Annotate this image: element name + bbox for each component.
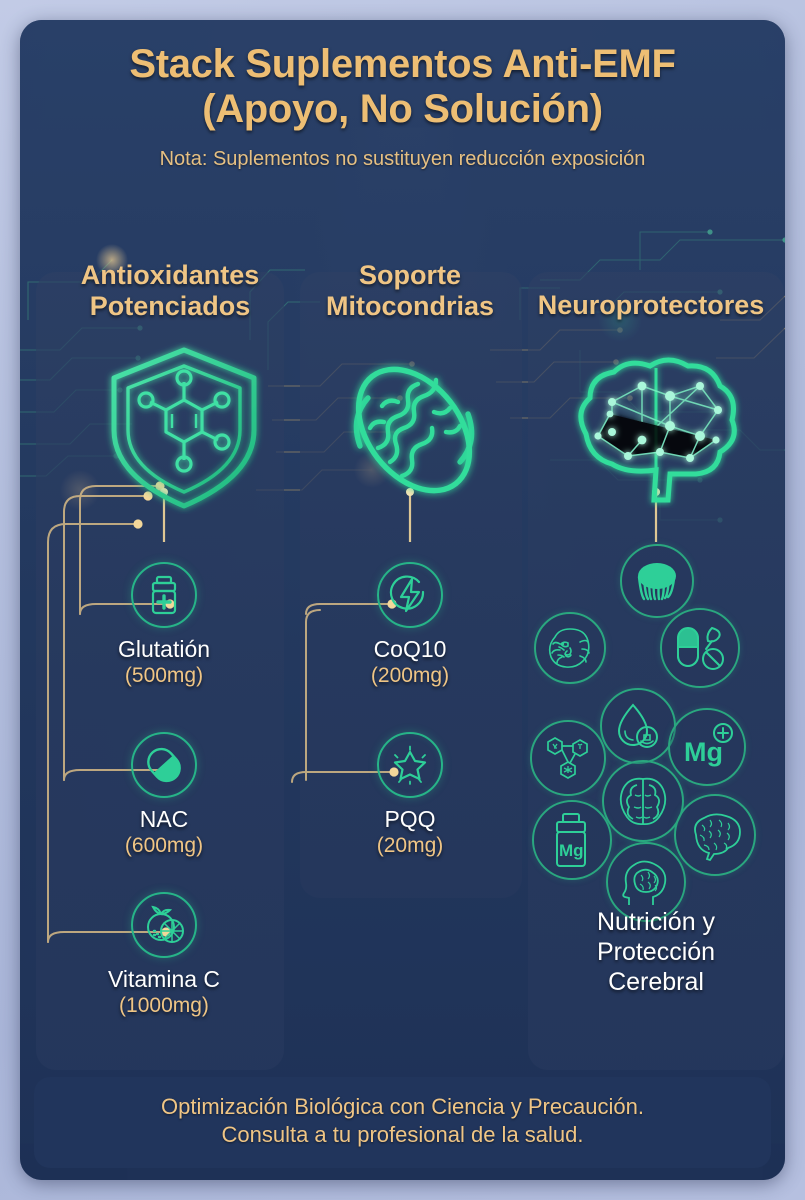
item-nac[interactable]: NAC (600mg) bbox=[84, 732, 244, 859]
mg-bottle-label: Mg bbox=[559, 841, 584, 860]
caption-line-1: Nutrición y bbox=[596, 908, 716, 936]
item-label: Glutatión bbox=[117, 636, 211, 662]
caption-line-2: Protección bbox=[596, 938, 716, 966]
infographic-poster: Stack Suplementos Anti-EMF (Apoyo, No So… bbox=[20, 20, 785, 1180]
star-spark-icon bbox=[377, 732, 443, 798]
capsule-icon bbox=[131, 732, 197, 798]
brain-side-view-icon bbox=[674, 794, 756, 876]
brain-top-view-icon bbox=[602, 760, 684, 842]
heading-line-1: Soporte bbox=[358, 260, 461, 290]
item-label: PQQ bbox=[384, 806, 436, 832]
column-heading-antioxidantes: Antioxidantes Potenciados bbox=[46, 260, 294, 322]
item-coq10[interactable]: CoQ10 (200mg) bbox=[320, 562, 500, 689]
poster-subtitle: Nota: Suplementos no sustituyen reducció… bbox=[159, 147, 646, 170]
column-heading-neuroprotectores: Neuroprotectores bbox=[520, 290, 782, 321]
neuroprotector-icon-cluster: Mg Mg bbox=[528, 542, 784, 922]
heading-line-2: Potenciados bbox=[89, 290, 251, 321]
item-label: CoQ10 bbox=[373, 636, 447, 662]
item-pqq[interactable]: PQQ (20mg) bbox=[320, 732, 500, 859]
neuroprotector-caption: Nutrición y Protección Cerebral bbox=[528, 907, 784, 997]
supplement-bottle-icon bbox=[131, 562, 197, 628]
column-heading-mitocondrias: Soporte Mitocondrias bbox=[296, 260, 524, 322]
energy-bolt-icon bbox=[377, 562, 443, 628]
lion-head-icon bbox=[534, 612, 606, 684]
poster-header: Stack Suplementos Anti-EMF (Apoyo, No So… bbox=[20, 20, 785, 181]
item-label: NAC bbox=[139, 806, 189, 832]
item-vitamina-c[interactable]: Vitamina C (1000mg) bbox=[68, 892, 260, 1019]
item-dose: (20mg) bbox=[376, 833, 444, 857]
capsule-herb-icon bbox=[660, 608, 740, 688]
shield-molecule-icon bbox=[111, 347, 257, 509]
footer-line-2: Consulta a tu profesional de la salud. bbox=[221, 1122, 584, 1148]
title-line-2: (Apoyo, No Solución) bbox=[202, 86, 603, 131]
head-brain-profile-icon bbox=[606, 842, 686, 922]
magnesium-ion-icon: Mg bbox=[668, 708, 746, 786]
title-line-1: Stack Suplementos Anti-EMF bbox=[129, 42, 676, 86]
magnesium-bottle-icon: Mg bbox=[532, 800, 612, 880]
water-drop-icon bbox=[600, 688, 676, 764]
heading-line-1: Neuroprotectores bbox=[537, 290, 765, 320]
columns-area: Antioxidantes Potenciados Soporte Mitoco… bbox=[20, 242, 785, 1092]
mitochondria-icon bbox=[353, 366, 475, 494]
heading-line-1: Antioxidantes bbox=[80, 260, 260, 290]
neural-brain-icon bbox=[578, 357, 737, 503]
poster-footer: Optimización Biológica con Ciencia y Pre… bbox=[34, 1076, 771, 1168]
item-dose: (1000mg) bbox=[119, 993, 209, 1017]
molecule-network-icon bbox=[530, 720, 606, 796]
lions-mane-mushroom-icon bbox=[620, 544, 694, 618]
item-dose: (500mg) bbox=[124, 663, 204, 687]
heading-line-2: Mitocondrias bbox=[325, 290, 494, 321]
page-title: Stack Suplementos Anti-EMF (Apoyo, No So… bbox=[48, 42, 757, 132]
item-glutation[interactable]: Glutatión (500mg) bbox=[84, 562, 244, 689]
mg-ion-label: Mg bbox=[684, 737, 723, 767]
citrus-orange-icon bbox=[131, 892, 197, 958]
footer-line-1: Optimización Biológica con Ciencia y Pre… bbox=[160, 1093, 644, 1119]
item-label: Vitamina C bbox=[107, 966, 221, 992]
item-dose: (200mg) bbox=[370, 663, 450, 687]
caption-line-3: Cerebral bbox=[608, 968, 704, 996]
item-dose: (600mg) bbox=[124, 833, 204, 857]
